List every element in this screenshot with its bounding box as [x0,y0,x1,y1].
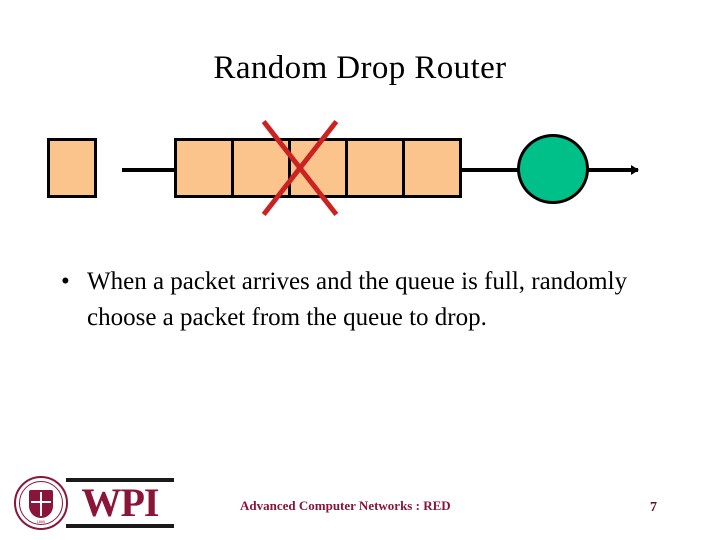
wpi-seal-ring [19,481,63,525]
queue-cell-4 [348,141,405,195]
page-title: Random Drop Router [213,50,507,86]
link-line-queue-to-router [460,168,520,172]
wpi-wordmark-text: WPI [81,480,160,525]
bullet-list-item: • When a packet arrives and the queue is… [55,264,670,336]
wpi-seal-icon: 1865 [14,476,68,530]
footer-course-label: Advanced Computer Networks : RED [240,498,451,513]
bullet-text: When a packet arrives and the queue is f… [87,268,628,331]
queue-cell-5 [405,141,459,195]
router-node-icon [517,134,589,204]
wpi-wordmark: WPI [66,478,174,528]
body-content: • When a packet arrives and the queue is… [55,264,670,336]
bullet-marker-icon: • [61,268,70,295]
wpi-seal-shield-icon [29,490,53,518]
incoming-packet-box [47,138,97,198]
link-line-incoming [122,168,176,172]
link-line-outgoing [586,165,639,175]
wpi-seal-shield-cross-horizontal [31,501,51,503]
wpi-wordmark-bar-top [66,478,174,482]
wpi-seal-shield-cross-vertical [40,492,42,516]
slide-footer: 1865 WPI Advanced Computer Networks : RE… [0,470,720,540]
wpi-logo: 1865 WPI [14,472,174,534]
random-drop-queue-diagram [0,119,720,230]
footer-page-number: 7 [650,500,657,515]
wpi-seal-year: 1865 [36,520,46,524]
drop-x-icon [261,119,339,217]
queue-cell-1 [177,141,234,195]
wpi-wordmark-bar-bottom [66,524,174,528]
